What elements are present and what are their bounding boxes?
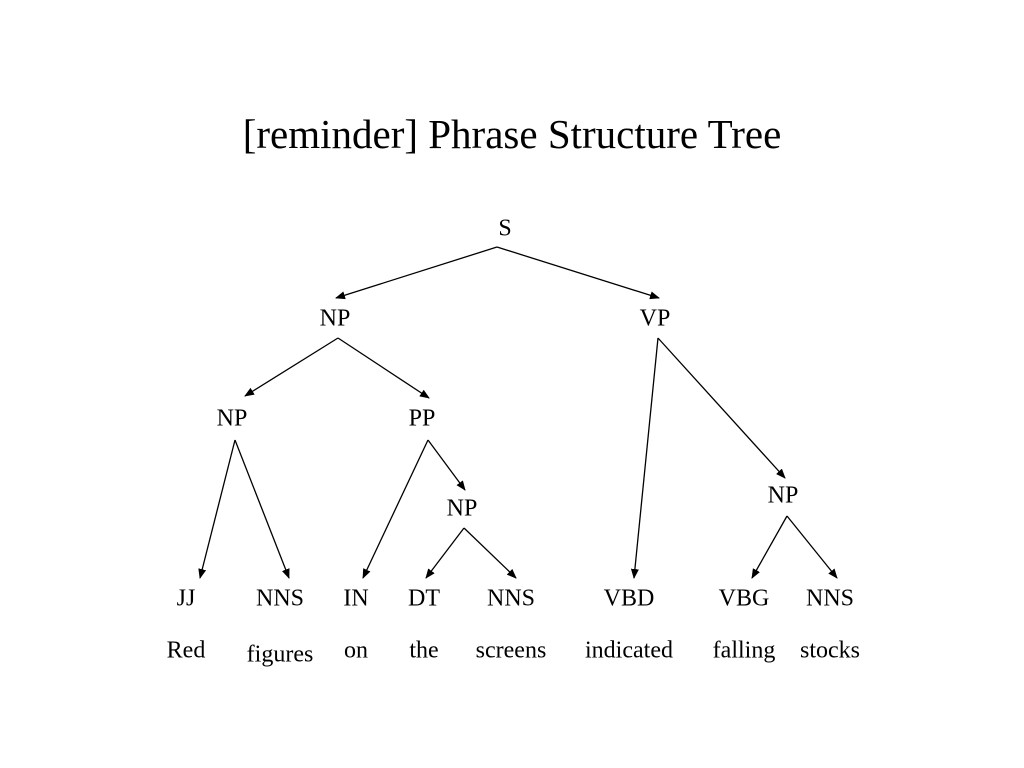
edge-np2-to-jj (198, 439, 236, 579)
tree-node-vbg: VBG (719, 586, 770, 612)
tree-node-pp: PP (409, 406, 436, 432)
tree-word-indicated: indicated (585, 638, 673, 664)
tree-words: Red figures on the screens indicated falling st… (167, 638, 860, 668)
tree-word-falling: falling (713, 638, 776, 664)
tree-word-figures: figures (247, 642, 314, 668)
tree-node-s: S (498, 216, 511, 242)
tree-node-jj: JJ (177, 586, 196, 612)
tree-node-vp: VP (640, 306, 671, 332)
edge-np1-to-pp (337, 337, 430, 399)
tree-word-red: Red (167, 638, 206, 664)
tree-word-on: on (344, 638, 368, 664)
tree-node-nns2: NNS (487, 586, 535, 612)
tree-word-the: the (409, 638, 438, 664)
edge-vp-to-vbd (630, 337, 659, 579)
edge-s-to-np1 (335, 246, 498, 300)
tree-node-nns1: NNS (256, 586, 304, 612)
tree-nodes: S NP VP NP PP NP NP JJ NNS IN DT NNS VBD VBG NNS (177, 216, 854, 612)
edge-np4-to-vbg (751, 515, 788, 579)
tree-edges (198, 246, 838, 579)
slide-title: [reminder] Phrase Structure Tree (242, 111, 782, 157)
tree-node-np2: NP (217, 406, 248, 432)
edge-s-to-vp (496, 246, 660, 300)
tree-node-np3: NP (447, 496, 478, 522)
tree-node-in: IN (343, 586, 368, 612)
edge-np3-to-dt (425, 527, 465, 579)
edge-pp-to-np3 (427, 439, 466, 491)
edge-np1-to-np2 (244, 337, 339, 397)
tree-node-np4: NP (768, 483, 799, 509)
tree-node-dt: DT (408, 586, 440, 612)
tree-node-nns3: NNS (806, 586, 854, 612)
edge-np3-to-nns2 (463, 527, 517, 579)
tree-word-stocks: stocks (800, 638, 860, 664)
tree-node-vbd: VBD (604, 586, 655, 612)
edge-pp-to-in (362, 439, 429, 579)
edge-np4-to-nns3 (786, 515, 838, 579)
tree-word-screens: screens (476, 638, 547, 664)
tree-node-np1: NP (320, 306, 351, 332)
edge-np2-to-nns1 (234, 439, 290, 579)
edge-vp-to-np4 (657, 337, 786, 479)
